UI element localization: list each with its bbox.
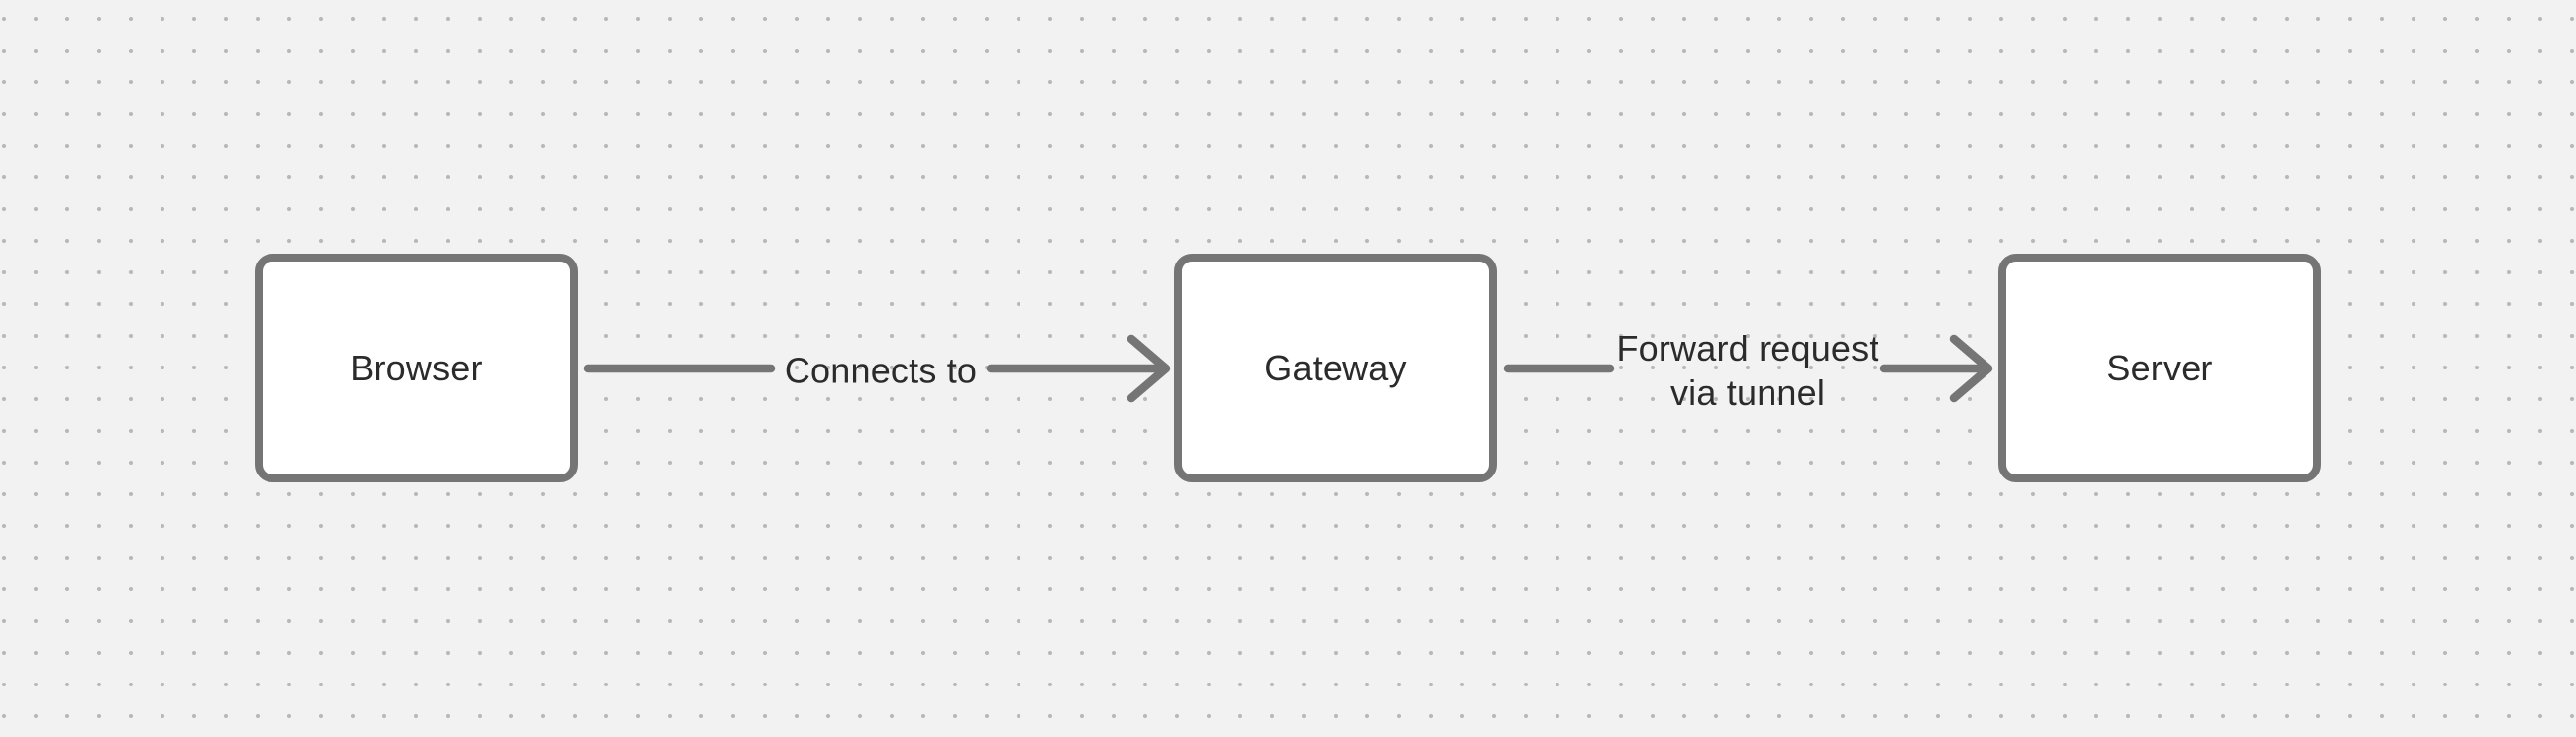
edge-label-connects-to[interactable]: Connects to (784, 350, 978, 391)
edge-label-line-2: via tunnel (1669, 372, 1826, 413)
edge-browser-gateway[interactable] (583, 334, 1171, 403)
node-gateway[interactable]: Gateway (1174, 254, 1497, 482)
node-browser-label: Browser (350, 348, 483, 388)
node-server[interactable]: Server (1998, 254, 2321, 482)
edge-browser-gateway-arrowhead-icon[interactable] (1127, 334, 1171, 403)
node-gateway-label: Gateway (1264, 348, 1407, 388)
edge-gateway-server[interactable] (1503, 334, 1993, 403)
edge-label-line-1: Forward request (1616, 328, 1879, 368)
node-server-label: Server (2106, 348, 2213, 388)
edge-gateway-server-arrowhead-icon[interactable] (1949, 334, 1993, 403)
node-browser[interactable]: Browser (255, 254, 578, 482)
edge-label-forward-request-via-tunnel[interactable]: Forward request via tunnel (1616, 326, 1878, 415)
